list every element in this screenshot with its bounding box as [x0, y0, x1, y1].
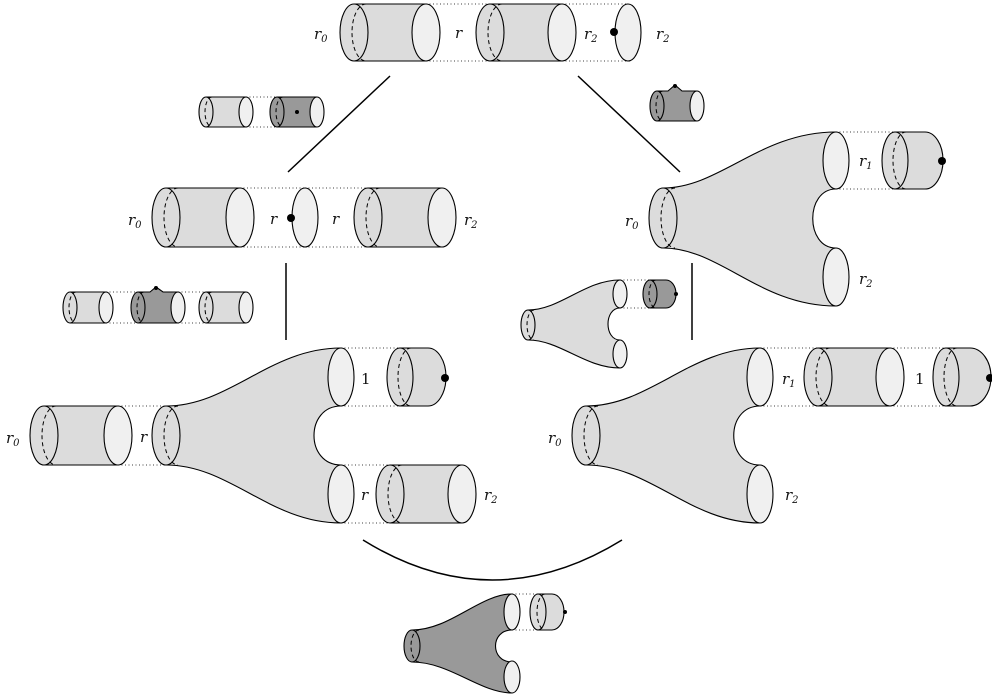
- svg-text:r2: r2: [656, 25, 670, 45]
- connector-top-left: [287, 75, 391, 173]
- svg-text:r0: r0: [128, 211, 142, 231]
- connector-top-right: [577, 75, 681, 173]
- marked-point: [610, 28, 618, 36]
- svg-text:r0: r0: [314, 25, 328, 45]
- svg-text:1: 1: [915, 370, 925, 388]
- svg-text:r0: r0: [625, 212, 639, 232]
- small-saddle-cylinder-icon: [649, 84, 705, 122]
- small-three-cylinder-icon: [62, 286, 254, 324]
- svg-text:r0: r0: [6, 429, 20, 449]
- svg-text:r: r: [270, 210, 278, 228]
- svg-text:r2: r2: [859, 270, 873, 290]
- svg-text:r0: r0: [548, 429, 562, 449]
- small-pants-cap-icon: [520, 279, 678, 369]
- svg-text:r: r: [332, 210, 340, 228]
- top-cobordism: r0 r r2 r2: [314, 3, 670, 62]
- small-cylinder-pair-icon: [198, 96, 325, 128]
- svg-text:r2: r2: [484, 486, 498, 506]
- bottom-right-cobordism: r0 r1 1 r2: [548, 347, 992, 524]
- right-middle-cobordism: r0 r1 r2: [625, 131, 946, 307]
- svg-text:r: r: [455, 24, 463, 42]
- svg-text:r2: r2: [785, 486, 799, 506]
- bottom-left-cobordism: r0 r 1 r r2: [6, 347, 498, 524]
- svg-text:r1: r1: [859, 152, 873, 172]
- svg-text:1: 1: [361, 370, 371, 388]
- svg-text:r2: r2: [464, 211, 478, 231]
- svg-text:r1: r1: [782, 370, 796, 390]
- svg-text:r: r: [361, 486, 369, 504]
- svg-text:r: r: [140, 428, 148, 446]
- svg-text:r2: r2: [584, 25, 598, 45]
- small-dark-pants-icon: [403, 593, 567, 694]
- connector-bottom-arc: [362, 539, 623, 581]
- left-middle-cobordism: r0 r r r2: [128, 187, 478, 248]
